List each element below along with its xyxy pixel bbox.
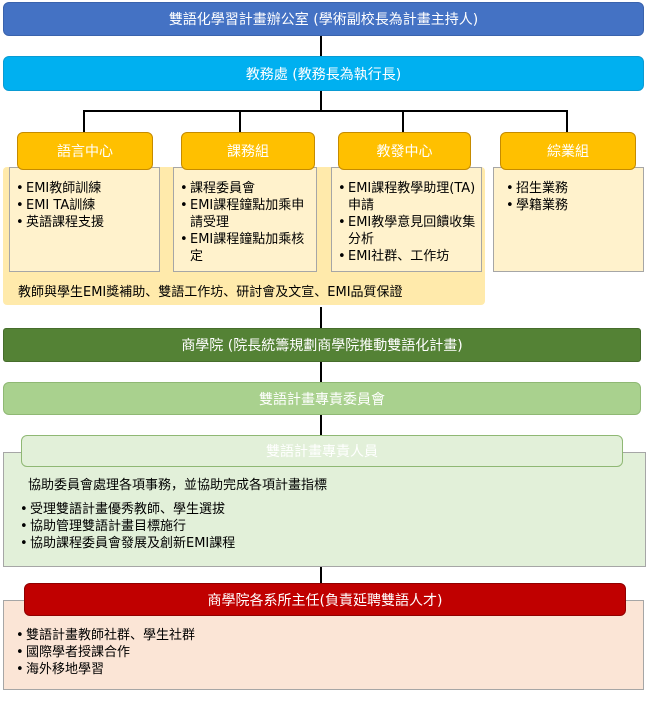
list-item: EMI教學意見回饋收集分析 [338,214,477,248]
dept-head-course-affairs: 課務組 [181,132,315,170]
dept-head-general-affairs: 綜業組 [500,132,636,170]
list-item: 協助管理雙語計畫目標施行 [20,518,635,535]
dept-title: 綜業組 [547,144,589,160]
dept-title: 語言中心 [57,144,113,160]
staff-intro: 協助委員會處理各項事務，並協助完成各項計畫指標 [28,478,328,493]
list-item: 協助課程委員會發展及創新EMI課程 [20,535,635,552]
shared-note: 教師與學生EMI獎補助、雙語工作坊、研討會及文宣、EMI品質保證 [18,285,403,300]
list-item: EMI社群、工作坊 [338,248,477,265]
connector-to-business-school [320,307,322,328]
list-item: EMI課程鐘點加乘申請受理 [180,197,312,231]
connector-to-staff [320,415,322,435]
dept-box-teaching-development: EMI課程教學助理(TA)申請 EMI教學意見回饋收集分析 EMI社群、工作坊 [331,167,482,272]
business-school-label: 商學院 (院長統籌規劃商學院推動雙語化計畫) [181,338,463,354]
committee-box: 雙語計畫專責委員會 [3,382,641,415]
list-item: 課程委員會 [180,180,312,197]
connector-dept-2 [239,110,241,132]
dept-head-teaching-development: 教發中心 [338,132,471,170]
list-item: EMI TA訓練 [16,197,155,214]
list-item: 受理雙語計畫優秀教師、學生選拔 [20,501,635,518]
academic-affairs-box: 教務處 (教務長為執行長) [3,56,644,91]
staff-header: 雙語計畫專責人員 [21,435,623,467]
connector-academic-down [320,91,322,111]
academic-affairs-label: 教務處 (教務長為執行長) [245,66,402,83]
list-item: 國際學者授課合作 [16,644,633,661]
connector-horizontal-departments [83,110,567,112]
list-item: 學籍業務 [506,197,639,214]
dept-title: 教發中心 [376,144,433,160]
dept-head-language-center: 語言中心 [17,132,153,170]
list-item: EMI課程教學助理(TA)申請 [338,180,477,214]
staff-title: 雙語計畫專責人員 [266,444,378,460]
connector-to-committee [320,362,322,382]
dept-box-general-affairs: 招生業務 學籍業務 [493,167,644,272]
list-item: EMI教師訓練 [16,180,155,197]
top-office-label: 雙語化學習計畫辦公室 (學術副校長為計畫主持人) [168,12,479,28]
committee-label: 雙語計畫專責委員會 [259,391,385,408]
list-item: 雙語計畫教師社群、學生社群 [16,627,633,644]
dept-heads-header: 商學院各系所主任(負責延聘雙語人才) [24,583,626,616]
dept-box-language-center: EMI教師訓練 EMI TA訓練 英語課程支援 [9,167,160,272]
business-school-box: 商學院 (院長統籌規劃商學院推動雙語化計畫) [3,328,641,362]
list-item: EMI課程鐘點加乘核定 [180,231,312,265]
dept-box-course-affairs: 課程委員會 EMI課程鐘點加乘申請受理 EMI課程鐘點加乘核定 [173,167,317,272]
dept-heads-title: 商學院各系所主任(負責延聘雙語人才) [207,592,443,609]
connector-to-dept-heads [320,567,322,583]
list-item: 海外移地學習 [16,661,633,678]
list-item: 招生業務 [506,180,639,197]
connector-dept-1 [83,110,85,132]
dept-title: 課務組 [227,144,269,160]
list-item: 英語課程支援 [16,214,155,231]
connector-top-to-academic [320,36,322,56]
connector-dept-3 [402,110,404,132]
staff-panel: 協助委員會處理各項事務，並協助完成各項計畫指標 受理雙語計畫優秀教師、學生選拔 … [3,452,646,567]
connector-dept-4 [566,110,568,132]
top-office-box: 雙語化學習計畫辦公室 (學術副校長為計畫主持人) [3,2,644,36]
